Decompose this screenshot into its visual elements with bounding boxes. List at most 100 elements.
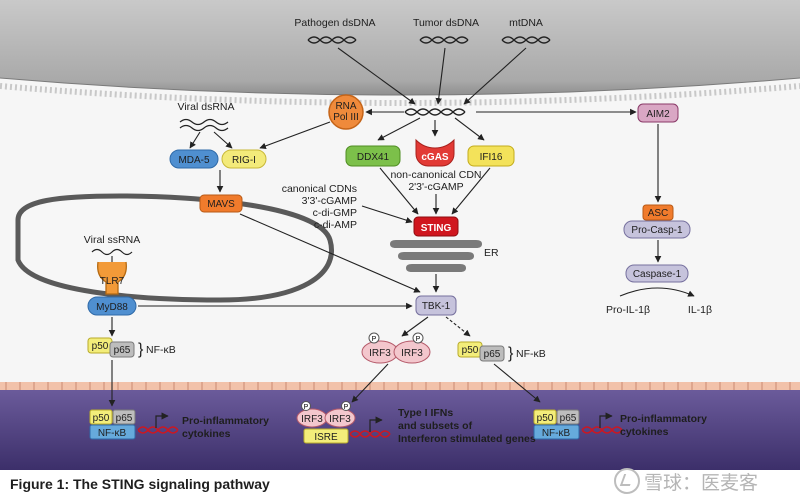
arrow-irf3-to-nucleus — [351, 363, 389, 403]
sting-pathway-diagram: Pathogen dsDNA Tumor dsDNA mtDNA Viral d… — [0, 0, 800, 470]
p50-label-right: p50 — [462, 345, 479, 356]
phospho-label-b: P — [416, 336, 421, 343]
er-label: ER — [484, 247, 499, 259]
dna-entry-arrows — [337, 47, 527, 105]
arrow-tbk1-to-irf3 — [401, 316, 429, 337]
asc-label: ASC — [648, 208, 669, 219]
svg-text:}: } — [138, 341, 144, 358]
plasma-membrane — [0, 0, 800, 106]
p65-label: p65 — [114, 345, 131, 356]
nuclear-irf3-isre: IRF3 IRF3 P P ISRE — [296, 401, 391, 444]
arrow-tbk1-to-nfkb-dashed — [445, 316, 471, 337]
procasp1-label: Pro-Casp-1 — [631, 225, 683, 236]
ifn-line2: and subsets of — [398, 420, 473, 432]
irf3-label-b: IRF3 — [401, 348, 423, 359]
isre-label: ISRE — [314, 432, 338, 443]
nuc-phospho-a: P — [304, 404, 309, 411]
ddx41-node: DDX41 — [345, 145, 401, 167]
proinflam-left-line1: Pro-inflammatory — [182, 415, 269, 427]
nfkb-label: NF-κB — [146, 344, 176, 356]
dna-helices — [307, 36, 551, 116]
arrow-dna-to-ddx41 — [377, 117, 421, 141]
watermark-logo-icon — [614, 468, 640, 494]
sting-label: STING — [421, 223, 452, 234]
rna-pol-iii-node: RNA Pol III — [328, 94, 364, 130]
rna-pol-label-2: Pol III — [333, 112, 359, 123]
pro-il1b-label: Pro-IL-1β — [606, 304, 650, 316]
asc-node: ASC — [642, 204, 674, 221]
pathogen-dsdna-label: Pathogen dsDNA — [294, 17, 375, 29]
cgas-node: cGAS — [415, 138, 455, 167]
sting-node: STING — [413, 216, 459, 237]
watermark: 雪球：医麦客 — [614, 466, 790, 496]
viral-dsrna-label: Viral dsRNA — [178, 101, 235, 113]
tumor-dsdna-label: Tumor dsDNA — [413, 17, 479, 29]
p65-label-right: p65 — [484, 349, 501, 360]
tbk1-node: TBK-1 — [415, 295, 457, 316]
arrow-dsrna-to-rigi — [213, 131, 233, 149]
phospho-label-a: P — [372, 336, 377, 343]
viral-ssrna-strand — [91, 248, 133, 256]
svg-text:}: } — [508, 345, 514, 362]
watermark-text: 雪球：医麦客 — [644, 471, 759, 494]
caspase1-node: Caspase-1 — [625, 264, 689, 283]
il1b-label: IL-1β — [688, 304, 712, 316]
sting-input-arrows — [361, 167, 491, 224]
viral-dsrna-strand — [179, 118, 229, 132]
nuc-nfkb-label: NF-κB — [98, 428, 127, 439]
rna-pol-label-1: RNA — [335, 101, 356, 112]
nuc-p65-label-right: p65 — [560, 413, 577, 424]
aim2-node: AIM2 — [637, 103, 679, 123]
aim2-label: AIM2 — [646, 109, 670, 120]
proinflam-right-line2: cytokines — [620, 426, 669, 438]
caspase1-label: Caspase-1 — [633, 269, 682, 280]
nuclear-nfkb-left: p50 p65 NF-κB — [89, 409, 179, 440]
nuc-p50-label-right: p50 — [537, 413, 554, 424]
arrow-dsrna-to-mda5 — [189, 131, 201, 149]
tlr7-label: TLR7 — [100, 276, 125, 287]
nfkb-right-complex: p50 p65 } NF-κB — [457, 341, 546, 362]
nuc-nfkb-label-right: NF-κB — [542, 428, 571, 439]
c-di-amp-label: c-di-AMP — [314, 219, 357, 231]
p50-label: p50 — [92, 341, 109, 352]
nuc-irf3-label-b: IRF3 — [329, 414, 351, 425]
nfkb-label-right: NF-κB — [516, 348, 546, 360]
nuc-p50-label: p50 — [93, 413, 110, 424]
irf3-label-a: IRF3 — [369, 348, 391, 359]
mavs-label: MAVS — [207, 199, 235, 210]
rigi-node: RIG-I — [221, 149, 267, 169]
nuc-irf3-label-a: IRF3 — [301, 414, 323, 425]
arrow-polIII-to-rigi — [259, 121, 331, 150]
cgamp-3-3-label: 3'3'-cGAMP — [302, 195, 357, 207]
proinflam-left-line2: cytokines — [182, 428, 231, 440]
endosome-membrane — [15, 193, 334, 303]
myd88-node: MyD88 — [87, 296, 137, 316]
tlr7-node: TLR7 — [97, 261, 127, 295]
arrow-dna-to-ifi16 — [454, 117, 485, 141]
mda5-node: MDA-5 — [169, 149, 219, 169]
arrow-cleavage — [619, 287, 695, 297]
c-di-gmp-label: c-di-GMP — [313, 207, 357, 219]
diagram-canvas: Pathogen dsDNA Tumor dsDNA mtDNA Viral d… — [0, 0, 800, 470]
procasp1-node: Pro-Casp-1 — [623, 220, 691, 239]
mavs-node: MAVS — [199, 194, 243, 213]
ifn-line3: Interferon stimulated genes — [398, 433, 536, 445]
figure-caption: Figure 1: The STING signaling pathway — [10, 476, 270, 492]
er-membrane — [390, 240, 482, 272]
mtdna-label: mtDNA — [509, 17, 543, 29]
rigi-label: RIG-I — [232, 155, 256, 166]
arrow-nfkb-right-to-nucleus — [493, 363, 541, 403]
mda5-label: MDA-5 — [178, 155, 210, 166]
ddx41-label: DDX41 — [357, 152, 390, 163]
arrow-mavs-to-tbk1 — [239, 213, 421, 293]
nuc-p65-label: p65 — [116, 413, 133, 424]
nuc-phospho-b: P — [344, 404, 349, 411]
ifi16-label: IFI16 — [480, 152, 503, 163]
cgas-label: cGAS — [421, 152, 449, 163]
irf3-dimer: IRF3 IRF3 P P — [361, 332, 431, 364]
viral-ssrna-label: Viral ssRNA — [84, 234, 140, 246]
proinflam-right-line1: Pro-inflammatory — [620, 413, 707, 425]
nuclear-nfkb-right: p50 p65 NF-κB — [533, 409, 623, 440]
tbk1-label: TBK-1 — [422, 301, 451, 312]
nfkb-left-complex: p50 p65 } NF-κB — [87, 337, 176, 358]
